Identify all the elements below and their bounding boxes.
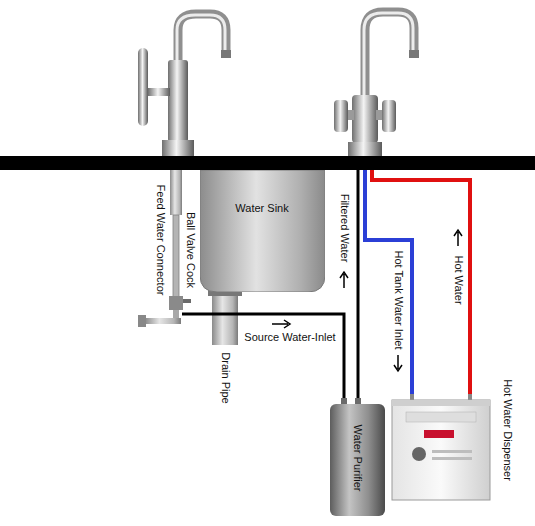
hot-water-line [372,170,470,398]
part-label: Filtered Water [339,194,350,263]
flow-arrow [272,320,290,328]
part-label: Feed Water Connector [155,185,166,296]
flow-arrow [340,272,348,288]
dial-knob [412,447,426,461]
part-label: Hot Water [453,255,464,304]
shape-outline [388,358,520,504]
purifier-outline [330,404,385,516]
sink-basin: Water Sink [200,170,325,292]
countertop [0,156,535,170]
brand-badge [424,430,454,438]
panel-line [432,457,472,460]
node-label: Water Purifier [352,425,363,492]
part-label: Source Water-Inlet [244,332,335,343]
feed-line [138,170,191,327]
sink-outline [200,170,325,292]
shape-outline [200,170,325,292]
feed-faucet [138,14,231,156]
part-label: Ball Valve Cock [185,212,196,288]
flow-arrow [454,230,462,246]
dispenser-outline [392,400,490,500]
dispenser-faucet [334,12,419,156]
drain-pipe [208,290,242,345]
flow-arrow [394,355,402,371]
filtered-water-line [357,170,360,400]
node-label: Water Sink [235,203,288,214]
part-label: Hot Tank Water Inlet [393,250,404,349]
part-label: Drain Pipe [220,352,231,403]
node-label: Hot Water Dispenser [502,379,513,481]
front-panel [406,412,476,422]
source-water-line [182,314,344,400]
hot-tank-inlet-line [365,170,412,398]
dispenser-box: Hot Water Dispenser [388,358,520,504]
dispenser-lid [392,400,490,406]
panel-line [432,450,472,453]
purifier-cylinder: Water Purifier [330,398,385,516]
